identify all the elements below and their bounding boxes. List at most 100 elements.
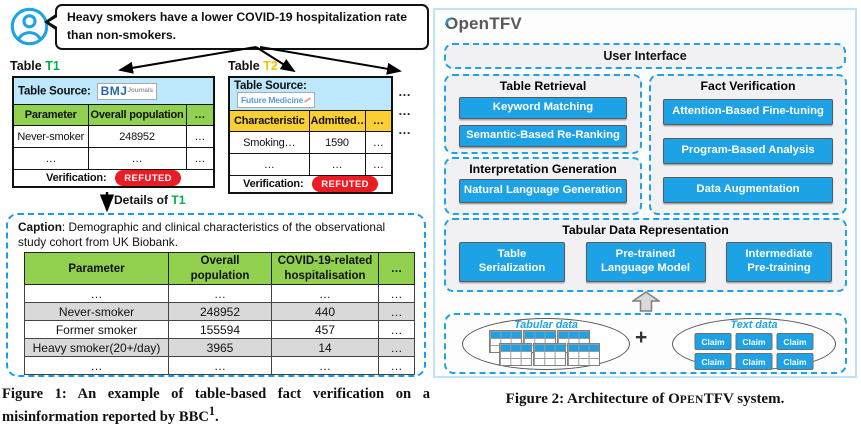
figure2-caption-name-rest: TFV bbox=[703, 391, 734, 407]
interpretation-generation-title: Interpretation Generation bbox=[469, 162, 617, 176]
details-panel: Caption: Demographic and clinical charac… bbox=[6, 213, 426, 377]
details-row: Former smoker 155594 457 … bbox=[24, 320, 415, 340]
t1-cell: … bbox=[185, 147, 215, 170]
table-retrieval-title: Table Retrieval bbox=[499, 79, 587, 93]
details-header-cell: COVID-19-related hospitalisation bbox=[271, 252, 379, 286]
figure1-caption-footnote: 1 bbox=[208, 403, 215, 418]
t1-verification-label: Verification: bbox=[46, 171, 107, 184]
t1-header-cell: … bbox=[185, 104, 215, 126]
details-row: Heavy smoker(20+/day) 3965 14 … bbox=[24, 338, 415, 358]
claim-chips: Claim Claim Claim Claim Claim Claim bbox=[694, 333, 814, 370]
figure2-caption-name-smallcaps: pen bbox=[679, 394, 704, 406]
table-t2: Table Source: Future Medicine Characteri… bbox=[228, 76, 393, 194]
keyword-matching-module: Keyword Matching bbox=[459, 97, 627, 119]
data-flow-up-arrow-icon bbox=[632, 291, 660, 312]
t2-refuted-badge: REFUTED bbox=[312, 176, 378, 192]
tabular-data-label: Tabular data bbox=[514, 319, 578, 331]
details-caption-label: Caption bbox=[18, 220, 62, 234]
t2-cell: … bbox=[228, 153, 310, 176]
t1-source-label: Table Source: bbox=[18, 85, 91, 98]
t1-cell: Never-smoker bbox=[12, 125, 89, 148]
figure1-caption-text: Figure 1: An example of table-based fact… bbox=[2, 386, 430, 425]
table-t2-id: T2 bbox=[263, 59, 278, 73]
details-cell: 14 bbox=[271, 338, 379, 358]
future-medicine-logo: Future Medicine bbox=[237, 92, 316, 108]
details-header-cell: Overall population bbox=[168, 252, 272, 286]
table-retrieval-box: Table Retrieval Keyword Matching Semanti… bbox=[444, 74, 642, 154]
table-t2-label: Table T2 bbox=[228, 59, 278, 73]
ellipsis-row: … bbox=[398, 122, 412, 137]
details-arrow-label: Details of T1 bbox=[114, 193, 185, 207]
t2-verification-label: Verification: bbox=[243, 177, 304, 190]
claim-chip: Claim bbox=[776, 333, 814, 350]
claim-chip: Claim bbox=[735, 353, 773, 370]
details-cell: … bbox=[168, 284, 272, 304]
details-label-prefix: Details of bbox=[114, 193, 172, 207]
t1-cell: … bbox=[12, 147, 89, 170]
details-cell: 155594 bbox=[168, 320, 272, 340]
t2-header-cell: … bbox=[364, 110, 393, 132]
ellipsis-row: … bbox=[398, 103, 412, 118]
details-row: … … … … bbox=[24, 284, 415, 304]
t2-source-label: Table Source: bbox=[234, 80, 307, 92]
tabular-data-representation-box: Tabular Data Representation Table Serial… bbox=[444, 218, 847, 292]
details-cell: 3965 bbox=[168, 338, 272, 358]
t2-header-cell: Characteristic bbox=[228, 110, 310, 132]
details-cell: … bbox=[378, 284, 415, 304]
details-cell: … bbox=[378, 338, 415, 358]
figure2-caption-prefix: Figure 2: Architecture of bbox=[505, 391, 669, 407]
details-cell: 440 bbox=[271, 302, 379, 322]
details-header-cell: … bbox=[378, 252, 415, 286]
t1-data-row: … … … bbox=[12, 147, 215, 170]
bmj-journals-logo: BMJJournals bbox=[96, 82, 157, 100]
figure2-caption-suffix: system. bbox=[733, 391, 785, 407]
t2-cell: Smoking… bbox=[228, 131, 310, 154]
future-medicine-logo-text: Future Medicine bbox=[241, 95, 304, 105]
bmj-logo-suffix: Journals bbox=[127, 86, 153, 94]
mini-table-icon bbox=[499, 343, 532, 366]
text-data-label: Text data bbox=[730, 319, 778, 331]
figure1-caption-period: . bbox=[214, 408, 219, 425]
t1-data-row: Never-smoker 248952 … bbox=[12, 125, 215, 148]
t1-verification-row: Verification: REFUTED bbox=[12, 169, 215, 188]
claim-chip: Claim bbox=[776, 353, 814, 370]
figure-2-architecture: OpenTFV User Interface Table Retrieval K… bbox=[433, 8, 857, 378]
opentfv-logo: OpenTFV bbox=[445, 14, 522, 34]
text-data-ellipse: Text data Claim Claim Claim Claim Claim … bbox=[672, 318, 836, 370]
tabular-data-representation-title: Tabular Data Representation bbox=[562, 223, 729, 237]
table-t1-id: T1 bbox=[45, 59, 60, 73]
user-interface-box: User Interface bbox=[444, 43, 846, 69]
data-sources-box: Tabular data + Text data Claim Claim Cla… bbox=[444, 313, 847, 374]
user-interface-label: User Interface bbox=[603, 49, 687, 63]
t2-data-row: … … … bbox=[228, 153, 393, 176]
opentfv-logo-o: O bbox=[445, 14, 459, 33]
details-table: Parameter Overall population COVID-19-re… bbox=[24, 252, 415, 376]
t1-cell: … bbox=[185, 125, 215, 148]
claim-chip: Claim bbox=[694, 333, 732, 350]
mini-table-icon bbox=[567, 343, 600, 366]
program-analysis-module: Program-Based Analysis bbox=[663, 138, 833, 164]
table-t1-label-prefix: Table bbox=[10, 59, 46, 73]
details-row: Never-smoker 248952 440 … bbox=[24, 302, 415, 322]
intermediate-pretraining-module: Intermediate Pre-training bbox=[726, 242, 832, 282]
t2-cell: … bbox=[308, 153, 366, 176]
t1-header-cell: Overall population bbox=[87, 104, 187, 126]
figure2-caption-name: O bbox=[668, 391, 680, 407]
details-caption-text: : Demographic and clinical characteristi… bbox=[18, 220, 386, 249]
table-serialization-module: Table Serialization bbox=[459, 242, 565, 282]
t1-header-row: Parameter Overall population … bbox=[12, 104, 215, 126]
t2-cell: … bbox=[364, 153, 393, 176]
t1-refuted-badge: REFUTED bbox=[115, 170, 181, 186]
details-cell: … bbox=[168, 356, 272, 376]
t2-data-row: Smoking… 1590 … bbox=[228, 131, 393, 154]
details-cell: … bbox=[378, 356, 415, 376]
future-medicine-mark-icon bbox=[304, 97, 312, 103]
figure1-caption: Figure 1: An example of table-based fact… bbox=[2, 385, 430, 427]
t2-header-cell: Admitted… bbox=[308, 110, 366, 132]
details-cell: 248952 bbox=[168, 302, 272, 322]
details-cell: … bbox=[24, 284, 169, 304]
table-t1: Table Source: BMJJournals Parameter Over… bbox=[12, 76, 216, 188]
details-cell: … bbox=[271, 284, 379, 304]
t1-source-row: Table Source: BMJJournals bbox=[12, 76, 215, 105]
